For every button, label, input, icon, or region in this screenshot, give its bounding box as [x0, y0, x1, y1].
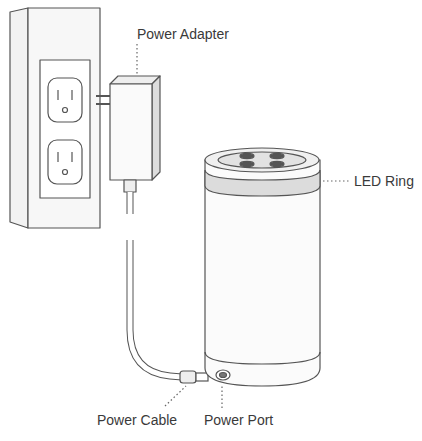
power-adapter-drawing	[96, 76, 160, 192]
power-cable-drawing	[130, 192, 208, 383]
part-label: Power Adapter	[137, 26, 229, 42]
part-label: Power Port	[204, 412, 273, 428]
device-drawing	[205, 148, 320, 386]
part-label: Power Cable	[97, 412, 177, 428]
leader-lines	[137, 44, 350, 408]
wall-outlet	[10, 8, 100, 228]
part-label: LED Ring	[354, 173, 414, 189]
